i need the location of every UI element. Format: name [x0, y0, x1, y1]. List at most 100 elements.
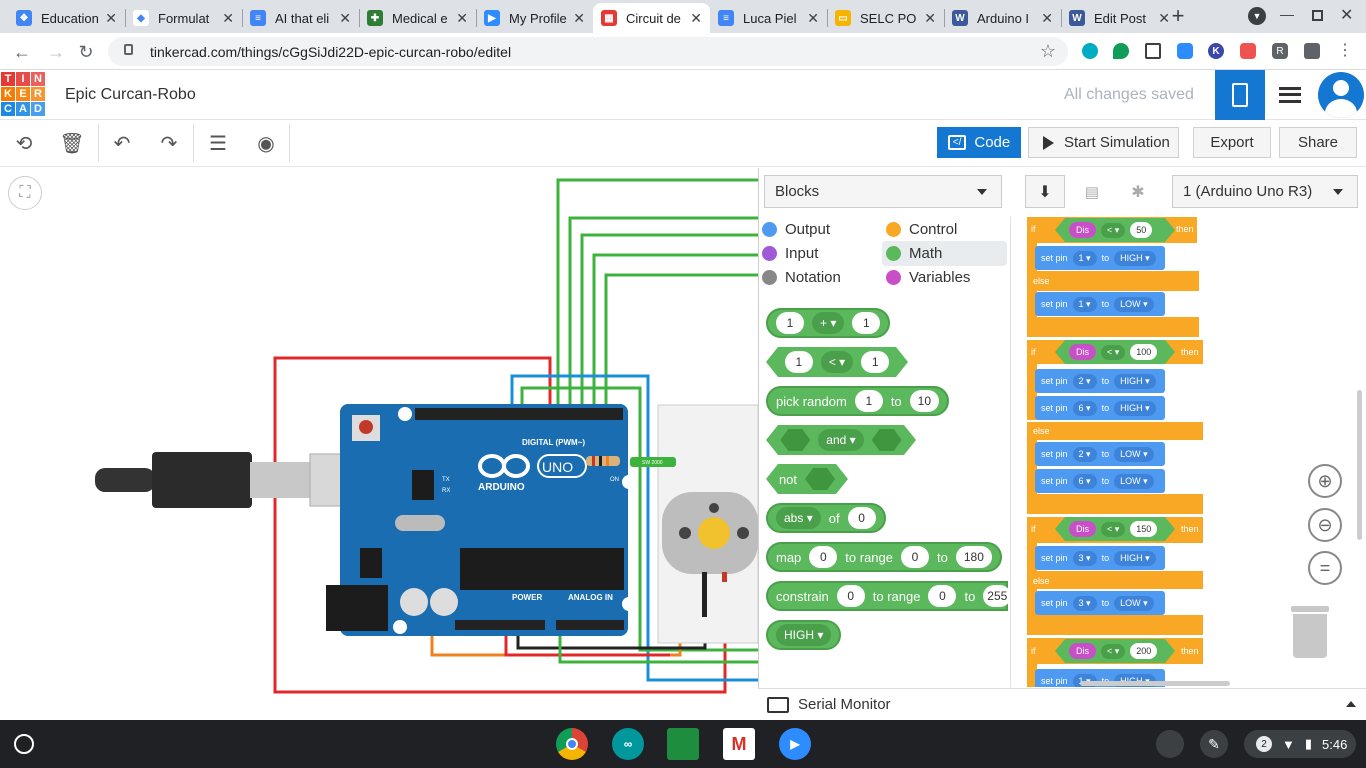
classroom-app-icon[interactable]	[667, 728, 699, 760]
control-block-frame[interactable]	[1027, 589, 1037, 615]
component-list-button[interactable]	[1265, 70, 1315, 120]
r-extension-icon[interactable]: R	[1272, 43, 1288, 59]
arduino-app-icon[interactable]: ∞	[612, 728, 644, 760]
chrome-menu-icon[interactable]: ⋮	[1337, 42, 1353, 59]
tab-close-icon[interactable]: ✕	[222, 9, 234, 26]
tab-search-icon[interactable]: ▼	[1248, 7, 1266, 25]
random-from-input[interactable]: 1	[854, 390, 883, 412]
browser-tab[interactable]: ▶My Profile✕	[476, 3, 593, 33]
pin-dropdown[interactable]: 2 ▾	[1072, 373, 1097, 389]
forward-button[interactable]: →	[47, 41, 65, 62]
logic-and-block[interactable]: and ▾	[766, 425, 916, 455]
category-input[interactable]: Input	[762, 245, 818, 262]
workspace-scrollbar-horizontal[interactable]	[1080, 681, 1230, 686]
compare-b-input[interactable]: 1	[861, 351, 889, 373]
map-to-input[interactable]: 180	[955, 546, 992, 568]
project-title[interactable]: Epic Curcan-Robo	[65, 86, 196, 103]
pin-dropdown[interactable]: 2 ▾	[1072, 446, 1097, 462]
browser-tab[interactable]: ≡Luca Piel✕	[710, 3, 827, 33]
export-button[interactable]: Export	[1193, 127, 1271, 158]
tab-close-icon[interactable]: ✕	[924, 9, 936, 26]
puzzle-extension-icon[interactable]	[1240, 43, 1256, 59]
variable-dis[interactable]: Dis	[1069, 521, 1096, 537]
extension-icon-1[interactable]	[1082, 43, 1098, 59]
maximize-button[interactable]	[1312, 10, 1323, 21]
pin-dropdown[interactable]: 6 ▾	[1072, 473, 1097, 489]
control-block-frame[interactable]	[1027, 243, 1037, 271]
control-block-frame[interactable]	[1027, 615, 1203, 635]
map-value-input[interactable]: 0	[809, 546, 838, 568]
extensions-menu-icon[interactable]	[1304, 43, 1320, 59]
threshold-input[interactable]: 200	[1130, 643, 1157, 659]
reload-button[interactable]: ↻	[78, 41, 94, 62]
extension-icon-2[interactable]	[1113, 43, 1129, 59]
high-low-block[interactable]: HIGH ▾	[766, 620, 842, 650]
pin-state-dropdown[interactable]: LOW ▾	[1114, 296, 1154, 312]
control-block-frame[interactable]	[1027, 422, 1203, 440]
share-button[interactable]: Share	[1279, 127, 1357, 158]
circuit-view-button[interactable]	[1215, 70, 1265, 120]
control-block-frame[interactable]	[1027, 271, 1199, 291]
condition-block[interactable]: Dis< ▾50	[1055, 218, 1175, 242]
threshold-input[interactable]: 150	[1130, 521, 1157, 537]
pin-dropdown[interactable]: 6 ▾	[1072, 400, 1097, 416]
fit-view-icon[interactable]: ⛶	[8, 176, 42, 210]
constrain-to-input[interactable]: 255	[983, 585, 1012, 607]
condition-operator-dropdown[interactable]: < ▾	[1101, 644, 1125, 659]
pin-state-dropdown[interactable]: HIGH ▾	[1114, 250, 1156, 266]
back-button[interactable]: ←	[13, 41, 31, 62]
control-block-frame[interactable]	[1027, 543, 1037, 571]
gmail-app-icon[interactable]: M	[723, 728, 755, 760]
launcher-icon[interactable]	[14, 734, 34, 754]
browser-tab[interactable]: ▭SELC PO✕	[827, 3, 944, 33]
not-slot[interactable]	[805, 468, 835, 490]
code-button[interactable]: </ Code	[937, 127, 1021, 158]
condition-block[interactable]: Dis< ▾200	[1055, 639, 1175, 663]
control-block-frame[interactable]	[1027, 664, 1037, 687]
high-low-dropdown[interactable]: HIGH ▾	[776, 624, 832, 646]
tab-close-icon[interactable]: ✕	[339, 9, 351, 26]
serial-monitor-bar[interactable]: Serial Monitor	[758, 688, 1366, 720]
threshold-input[interactable]: 100	[1130, 344, 1157, 360]
chevron-up-icon[interactable]	[1346, 701, 1356, 707]
control-block-frame[interactable]	[1027, 291, 1037, 317]
browser-tab[interactable]: ▦Circuit de✕	[593, 3, 710, 33]
rotate-icon[interactable]: ⟲	[15, 132, 33, 155]
and-operator-dropdown[interactable]: and ▾	[818, 429, 863, 451]
pin-state-dropdown[interactable]: HIGH ▾	[1114, 400, 1156, 416]
tab-close-icon[interactable]: ✕	[690, 9, 702, 26]
logic-not-block[interactable]: not	[766, 464, 848, 494]
tab-close-icon[interactable]: ✕	[1041, 9, 1053, 26]
pin-state-dropdown[interactable]: HIGH ▾	[1114, 373, 1156, 389]
delete-icon[interactable]: 🗑	[59, 132, 85, 155]
workspace-scrollbar-vertical[interactable]	[1357, 390, 1362, 540]
trash-icon[interactable]	[1291, 606, 1329, 658]
condition-block[interactable]: Dis< ▾100	[1055, 340, 1175, 364]
tab-close-icon[interactable]: ✕	[456, 9, 468, 26]
browser-tab[interactable]: ◆Formulat✕	[125, 3, 242, 33]
code-mode-select[interactable]: Blocks	[764, 175, 1002, 208]
zoom-out-icon[interactable]: ⊖	[1308, 508, 1342, 542]
control-block-frame[interactable]	[1027, 364, 1037, 420]
debugger-bug-icon[interactable]: ✱	[1131, 183, 1145, 201]
pin-state-dropdown[interactable]: LOW ▾	[1114, 473, 1154, 489]
category-notation[interactable]: Notation	[762, 269, 841, 286]
chrome-app-icon[interactable]	[556, 728, 588, 760]
url-field[interactable]: tinkercad.com/things/cGgSiJdi22D-epic-cu…	[108, 37, 1068, 66]
bookmark-star-icon[interactable]: ☆	[1039, 41, 1056, 61]
visibility-icon[interactable]: ◉	[257, 132, 275, 155]
browser-tab[interactable]: ✚Medical e✕	[359, 3, 476, 33]
zoom-extension-icon[interactable]	[1177, 43, 1193, 59]
pin-state-dropdown[interactable]: LOW ▾	[1114, 446, 1154, 462]
zoom-in-icon[interactable]: ⊕	[1308, 464, 1342, 498]
abs-block[interactable]: abs ▾ of 0	[766, 503, 886, 533]
user-avatar[interactable]	[1316, 70, 1366, 120]
